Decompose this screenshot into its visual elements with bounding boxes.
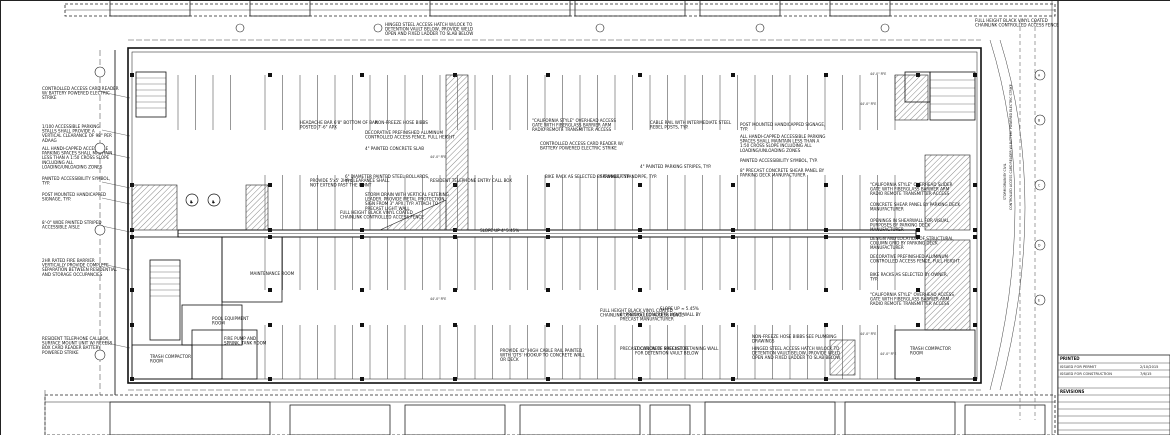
grid-bubble-label: E xyxy=(1038,299,1040,303)
left-service-rooms xyxy=(131,71,283,380)
wheelchair-icon: ♿ xyxy=(212,200,215,204)
section-marker-icon xyxy=(94,142,106,154)
note-center: BIKE RACK AS SELECTED BY OWNER, TYP. xyxy=(545,174,630,179)
ffe-tag: 44'-0" FFE xyxy=(860,102,876,106)
ffe-tag: 44'-0" FFE xyxy=(870,72,886,76)
detail-marker-icon xyxy=(373,23,383,33)
title-row-date: 2/10/2015 xyxy=(1140,365,1158,369)
section-marker-icon xyxy=(94,349,106,361)
wheelchair-icon: ♿ xyxy=(190,200,193,204)
site-curb-lines xyxy=(989,20,1036,420)
detail-marker-icon xyxy=(235,23,245,33)
note-left: PAINTED ACCESSIBILITY SYMBOL,TYP. xyxy=(41,176,110,186)
note-right: PAINTED ACCESSIBILITY SYMBOL, TYP. xyxy=(740,158,818,163)
note-center: NON-FREEZE HOSE BIBBS xyxy=(375,120,428,125)
vertical-note-2: STORM DRAIN BY CIVIL xyxy=(1003,163,1007,200)
slope-note-top: SLOPE UP 4' 5.45% xyxy=(480,228,519,233)
detail-marker-icon xyxy=(595,23,605,33)
note-left: RESIDENT TELEPHONE CALLBOX,SURFACE MOUNT… xyxy=(42,336,113,355)
note-center: 4" PAINTED CONCRETE SLAB xyxy=(365,146,424,151)
ffe-tag: 44'-0" FFE xyxy=(430,155,446,159)
note-center: RESIDENT TELEPHONE ENTRY CALL BOX xyxy=(430,178,512,183)
site-lines-left xyxy=(44,50,116,435)
printed-label: PRINTED xyxy=(1060,356,1080,361)
hatched-zones xyxy=(131,74,971,376)
note-center: PRECAST CONCRETE SHEELSTOP xyxy=(620,346,688,351)
grid-bubble-label: D xyxy=(1038,244,1041,248)
detail-marker-icon xyxy=(880,23,890,33)
accessible-parking-symbols: ♿ ♿ xyxy=(185,193,221,207)
note-center: 6" DIAMETER PAINTED STEEL BOLLARDS,TYP. xyxy=(344,174,429,184)
grid-bubble-label: A xyxy=(1038,74,1041,78)
note-right: BIKE RACKS AS SELECTED BY OWNER,TYP. xyxy=(869,272,948,282)
title-row-label: ISSUED FOR CONSTRUCTION xyxy=(1060,372,1112,376)
section-marker-icon xyxy=(94,66,106,78)
vertical-note: CONTROLLED ACCESS CARD READER W/ BATTERY… xyxy=(1009,84,1013,210)
leader-lines xyxy=(101,91,131,349)
note-center: SPRINKLER STANDPIPE, TYP. xyxy=(600,174,657,179)
adjacent-building-top xyxy=(64,0,1056,17)
right-service-rooms xyxy=(894,71,976,380)
room-label-maintenance: MAINTENANCE ROOM xyxy=(250,271,295,276)
detail-marker-icon xyxy=(755,23,765,33)
note-center: 4" PAINTED PARKING STRIPES, TYP. xyxy=(640,164,711,169)
grid-bubble-label: B xyxy=(1038,119,1040,123)
title-block: PRINTED ISSUED FOR PERMIT 2/10/2015 ISSU… xyxy=(1057,354,1170,435)
grid-bubble-label: C xyxy=(1038,184,1041,188)
slope-note-bottom: SLOPE UP ≈ 5.45% xyxy=(660,306,699,311)
revisions-label: REVISIONS xyxy=(1060,389,1085,394)
parking-stalls xyxy=(177,75,896,379)
note-center: CONTROLLED ACCESS CARD READER W/BATTERY … xyxy=(540,141,624,151)
grid-bubbles: A B C D E xyxy=(1034,69,1046,306)
ffe-tag: 44'-0" FFE xyxy=(860,332,876,336)
ffe-tag: 44'-0" FFE xyxy=(430,297,446,301)
title-row-date: 7/6/15 xyxy=(1140,372,1152,376)
adjacent-building-bottom xyxy=(44,394,1056,435)
ffe-tag: 44'-0" FFE xyxy=(880,352,896,356)
title-row-label: ISSUED FOR PERMIT xyxy=(1060,365,1097,369)
note-right: POST MOUNTED HANDICAPPED SIGNAGE,TYP. xyxy=(739,122,825,132)
section-marker-icon xyxy=(94,224,106,236)
